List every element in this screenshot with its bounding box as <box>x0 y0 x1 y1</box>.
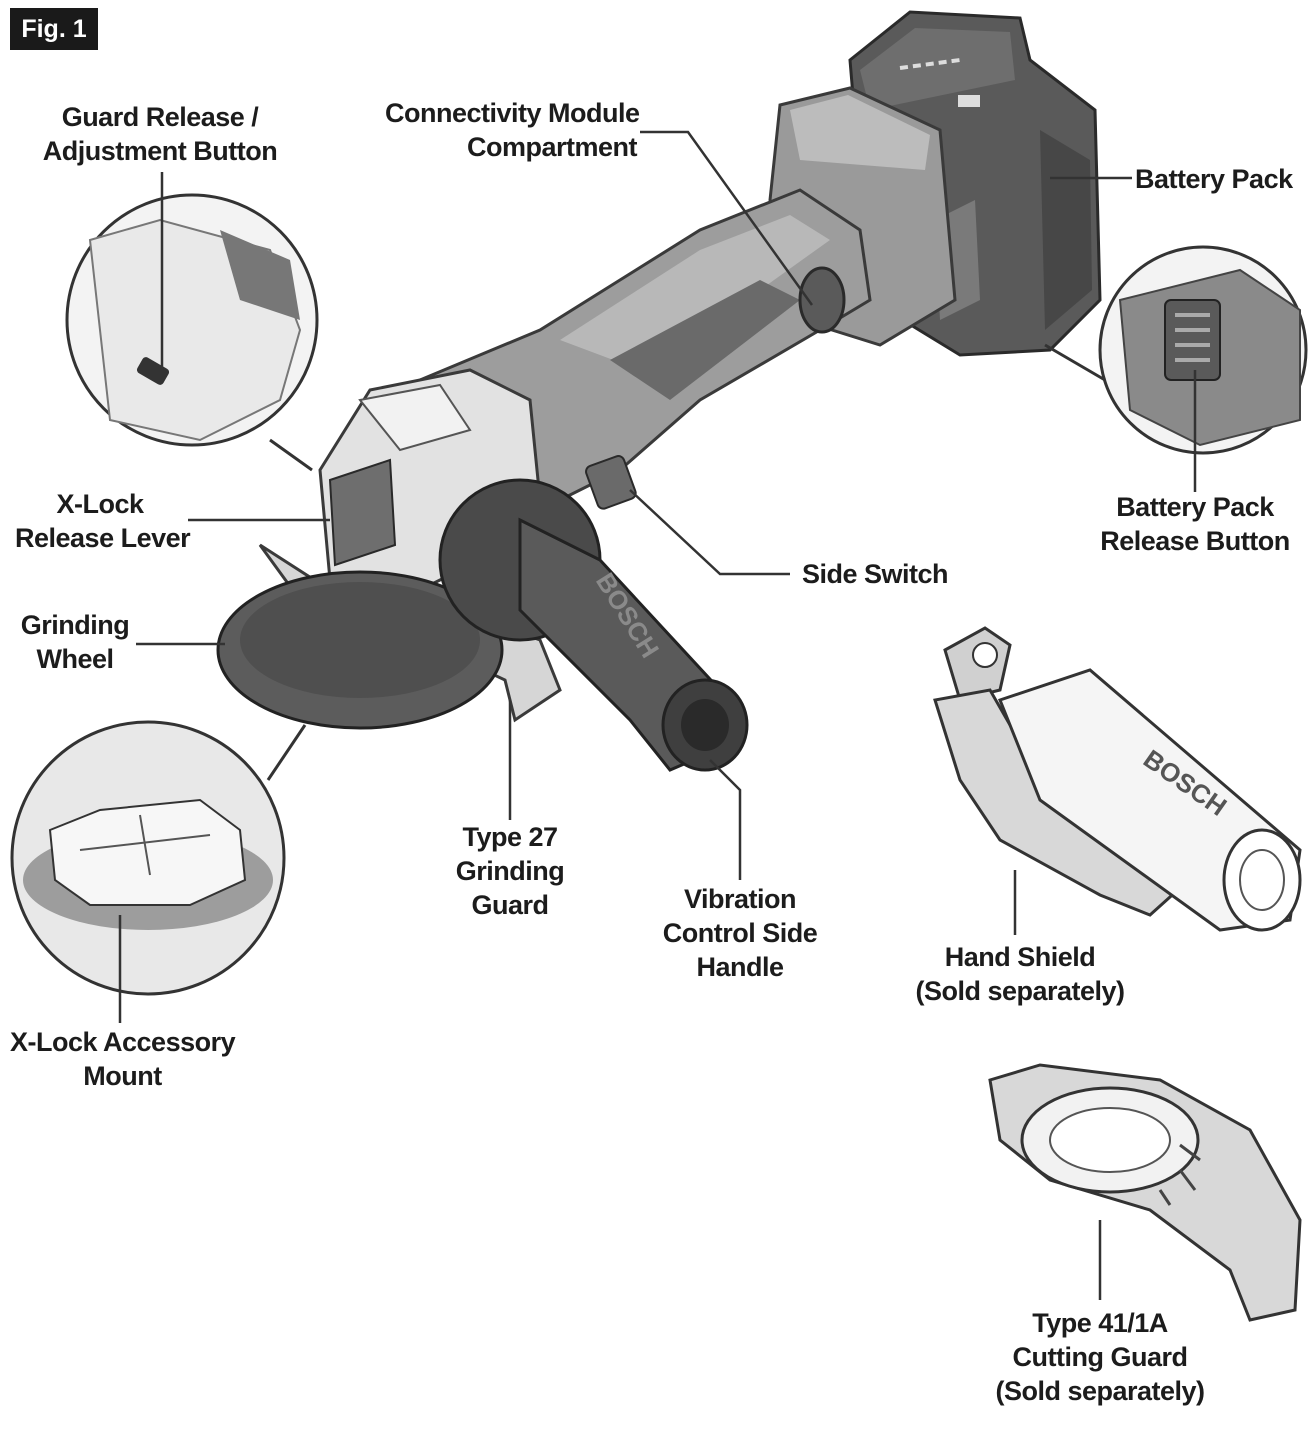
side-handle-illustration <box>438 478 749 772</box>
guard-release-inset <box>65 193 319 472</box>
cutting-guard-illustration <box>988 1063 1302 1322</box>
hand-shield-illustration <box>933 626 1302 932</box>
leader-lines <box>118 130 1197 1300</box>
grinding-wheel-illustration <box>216 570 504 730</box>
figure-label: Fig. 1 <box>10 8 98 50</box>
label-guard-release: Guard Release /Adjustment Button <box>42 102 278 166</box>
label-battery-pack: Battery Pack <box>1135 164 1293 194</box>
battery-release-inset <box>1044 245 1308 455</box>
label-side-switch: Side Switch <box>802 559 949 589</box>
label-hand-shield: Hand Shield(Sold separately) <box>915 942 1125 1006</box>
xlock-mount-inset <box>10 720 307 996</box>
